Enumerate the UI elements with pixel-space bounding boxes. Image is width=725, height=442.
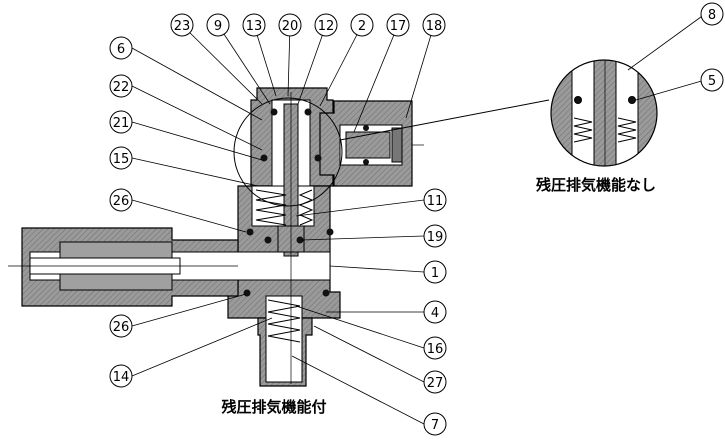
callout-12: 12 xyxy=(314,13,338,37)
upper-spring xyxy=(255,189,314,226)
detail-leader xyxy=(339,99,550,141)
svg-text:19: 19 xyxy=(427,230,444,245)
svg-text:12: 12 xyxy=(318,19,335,34)
svg-text:14: 14 xyxy=(113,370,130,385)
svg-text:7: 7 xyxy=(431,418,439,433)
svg-text:26: 26 xyxy=(113,320,130,335)
svg-text:2: 2 xyxy=(358,19,366,34)
callout-2: 2 xyxy=(350,13,374,37)
callout-21: 21 xyxy=(109,110,133,134)
callout-19: 19 xyxy=(423,224,447,248)
svg-text:26: 26 xyxy=(113,194,130,209)
callout-16: 16 xyxy=(423,336,447,360)
callout-17: 17 xyxy=(386,13,410,37)
svg-text:8: 8 xyxy=(708,8,716,23)
callout-11: 11 xyxy=(423,188,447,212)
svg-text:27: 27 xyxy=(427,376,444,391)
svg-text:6: 6 xyxy=(117,42,125,57)
callout-8: 8 xyxy=(700,2,724,26)
seal xyxy=(326,228,334,236)
svg-text:22: 22 xyxy=(113,80,130,95)
seal xyxy=(243,289,251,297)
callout-13: 13 xyxy=(242,13,266,37)
callout-5: 5 xyxy=(700,68,724,92)
callout-26-lower: 26 xyxy=(109,314,133,338)
svg-text:21: 21 xyxy=(113,116,130,131)
callout-1: 1 xyxy=(423,260,447,284)
callout-6: 6 xyxy=(109,36,133,60)
svg-text:16: 16 xyxy=(427,342,444,357)
callout-26-upper: 26 xyxy=(109,188,133,212)
exhaust-piston xyxy=(345,131,391,159)
callouts: 23 9 13 20 12 2 17 18 6 22 21 15 26 11 1… xyxy=(109,2,724,436)
seal xyxy=(246,228,254,236)
svg-text:23: 23 xyxy=(174,19,191,34)
svg-text:4: 4 xyxy=(431,306,439,321)
callout-14: 14 xyxy=(109,364,133,388)
svg-text:17: 17 xyxy=(390,19,407,34)
callout-20: 20 xyxy=(278,13,302,37)
svg-text:18: 18 xyxy=(426,19,443,34)
seal xyxy=(296,236,304,244)
seal xyxy=(363,125,369,131)
svg-text:11: 11 xyxy=(427,194,444,209)
svg-text:5: 5 xyxy=(708,74,716,89)
seal xyxy=(260,154,268,162)
caption-with-release: 残圧排気機能付 xyxy=(221,398,326,416)
callout-9: 9 xyxy=(206,13,230,37)
callout-23: 23 xyxy=(170,13,194,37)
callout-18: 18 xyxy=(422,13,446,37)
springs xyxy=(255,189,314,343)
seal xyxy=(270,108,278,116)
seal xyxy=(363,159,369,165)
svg-text:9: 9 xyxy=(214,19,222,34)
callout-27: 27 xyxy=(423,370,447,394)
seal xyxy=(322,289,330,297)
callout-7: 7 xyxy=(423,412,447,436)
svg-text:20: 20 xyxy=(282,19,299,34)
lower-spring xyxy=(267,299,301,343)
seal xyxy=(314,154,322,162)
caption-without-release: 残圧排気機能なし xyxy=(536,176,656,194)
center-lines xyxy=(8,92,424,384)
svg-text:13: 13 xyxy=(246,19,263,34)
callout-4: 4 xyxy=(423,300,447,324)
seal xyxy=(264,236,272,244)
svg-text:15: 15 xyxy=(113,152,130,167)
leader-lines xyxy=(131,13,706,425)
seals xyxy=(243,108,369,297)
exhaust-cap xyxy=(391,127,403,163)
callout-22: 22 xyxy=(109,74,133,98)
magnified-detail xyxy=(550,59,658,167)
callout-15: 15 xyxy=(109,146,133,170)
svg-text:1: 1 xyxy=(431,266,439,281)
seal xyxy=(304,108,312,116)
